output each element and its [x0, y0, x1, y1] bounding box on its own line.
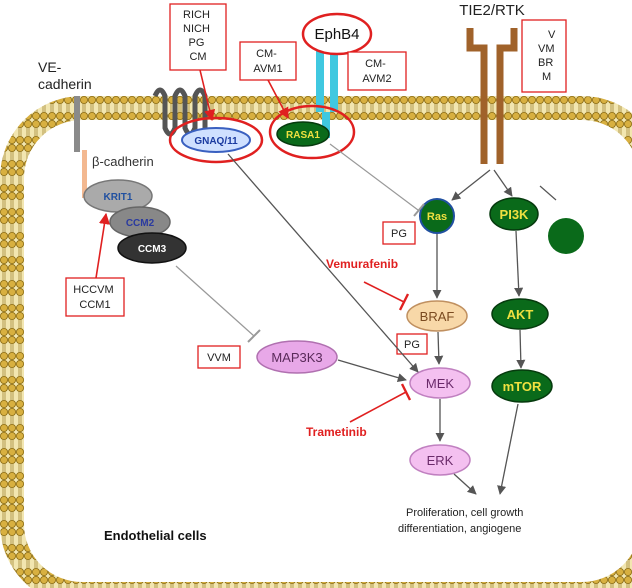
ras-node [419, 198, 455, 234]
tie2-rtk-receptor [466, 28, 518, 164]
ras-label: Ras [427, 211, 447, 223]
annotation-box-pg-ras: PG [382, 221, 416, 245]
gpcr-receptor-icon [152, 87, 208, 137]
akt-node [491, 298, 549, 330]
braf-node [406, 300, 468, 332]
pathway-edges [95, 69, 557, 495]
arrow-tie2-to-ras [451, 169, 491, 201]
arrow-rich-to-gnaq [199, 69, 216, 122]
pi3k-node [489, 197, 539, 231]
mek-node [409, 367, 471, 399]
ccm2-label: CCM2 [126, 218, 155, 229]
svg-text:PG: PG [391, 228, 407, 240]
erk-node [409, 444, 471, 476]
mtor-label: mTOR [503, 379, 542, 394]
ccm3-label: CCM3 [138, 244, 167, 255]
svg-text:CM- AVM1: CM- AVM1 [253, 48, 282, 75]
ve-cadherin-receptor [74, 96, 87, 198]
pi3k-label: PI3K [500, 207, 530, 222]
krit1-label: KRIT1 [104, 192, 133, 203]
akt-label: AKT [507, 307, 534, 322]
svg-text:CM- AVM2: CM- AVM2 [362, 58, 391, 85]
ccm3-node [117, 232, 187, 264]
svg-text:RICH NICH PG: RICH NICH PG CM [183, 9, 213, 63]
annotation-box-hccvm: HCCVM CCM1 [65, 277, 125, 317]
svg-text:HCCVM CCM1: HCCVM CCM1 [73, 284, 116, 311]
gnaq-highlight-circle [168, 116, 264, 164]
vemurafenib-label: Vemurafenib [326, 257, 398, 271]
b-cadherin-label: β-cadherin [92, 154, 154, 169]
outcome-label: Proliferation, cell growth differentiati… [398, 507, 526, 535]
arrow-hccvm-to-krit1 [95, 212, 110, 279]
map3k3-node [256, 340, 338, 374]
arrow-map3k3-to-mek [337, 359, 407, 383]
arrow-cmavm1-to-rasa1 [267, 79, 289, 119]
arrow-pi3k-to-akt [514, 230, 524, 297]
mtor-node [491, 369, 553, 403]
svg-text:VVM: VVM [207, 352, 231, 364]
annotation-box-pg-mek: PG [396, 333, 428, 355]
rasa1-node [276, 121, 330, 147]
arrow-erk-to-outcome [453, 473, 477, 495]
arrow-braf-to-mek [434, 331, 444, 365]
svg-text:V VM BR M: V VM BR M [538, 29, 558, 83]
annotation-box-cm-avm1: CM- AVM1 [239, 41, 297, 81]
annotation-box-right-cut: V VM BR M [521, 19, 567, 93]
arrow-akt-to-mtor [516, 329, 526, 369]
svg-text:PG: PG [404, 339, 420, 351]
ephb4-highlight-circle [301, 12, 373, 56]
rasa1-highlight-circle [268, 104, 356, 160]
arrow-gnaq-to-mek [227, 153, 419, 373]
erk-label: ERK [427, 453, 454, 468]
gnaq-node [181, 127, 251, 153]
ve-cadherin-label: VE-cadherin [38, 59, 92, 92]
ephb4-label: EphB4 [314, 26, 359, 43]
tie2-rtk-label: TIE2/RTK [459, 2, 525, 19]
mek-label: MEK [426, 376, 455, 391]
right-edge-node [548, 218, 584, 254]
inhibit-rasa1-ras [329, 143, 419, 211]
arrow-mtor-to-outcome [497, 403, 519, 495]
annotation-box-vvm: VVM [197, 345, 241, 369]
inhibit-vemurafenib-braf [363, 281, 405, 303]
gnaq-label: GNAQ/11 [194, 136, 238, 147]
ephb4-receptor [316, 48, 338, 138]
annotation-box-cm-avm2: CM- AVM2 [347, 51, 407, 91]
arrow-right-edge [539, 185, 557, 201]
map3k3-label: MAP3K3 [271, 350, 322, 365]
annotation-box-rich: RICH NICH PG CM [169, 3, 227, 71]
trametinib-label: Trametinib [306, 425, 367, 439]
rasa1-label: RASA1 [286, 130, 320, 141]
endothelial-cells-label: Endothelial cells [104, 528, 207, 543]
inhibit-ccm-map3k3 [175, 265, 255, 337]
arrow-tie2-to-pi3k [493, 169, 513, 197]
inhibit-trametinib-mek [349, 391, 407, 423]
braf-label: BRAF [420, 309, 455, 324]
